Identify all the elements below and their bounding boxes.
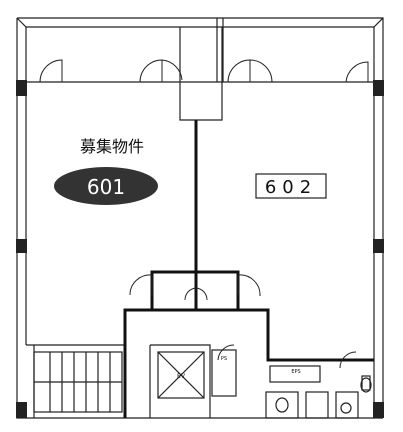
- balcony-doors: [39, 59, 369, 83]
- eps-label: EPS: [291, 369, 300, 375]
- columns: [16, 80, 384, 418]
- unit-601-number: 601: [87, 175, 125, 199]
- balcony-partitions: [179, 18, 224, 121]
- core-walls: [123, 270, 374, 419]
- staircase: [33, 345, 123, 418]
- ps-label: PS: [221, 356, 227, 362]
- unit-601-badge: [54, 167, 158, 205]
- core-doors: [129, 274, 372, 414]
- outer-walls: [16, 17, 384, 419]
- unit-602-box: [255, 173, 327, 199]
- ev-label: EV: [177, 373, 186, 380]
- unit-601-heading: 募集物件: [80, 137, 144, 156]
- unit-602-number: 602: [265, 177, 317, 198]
